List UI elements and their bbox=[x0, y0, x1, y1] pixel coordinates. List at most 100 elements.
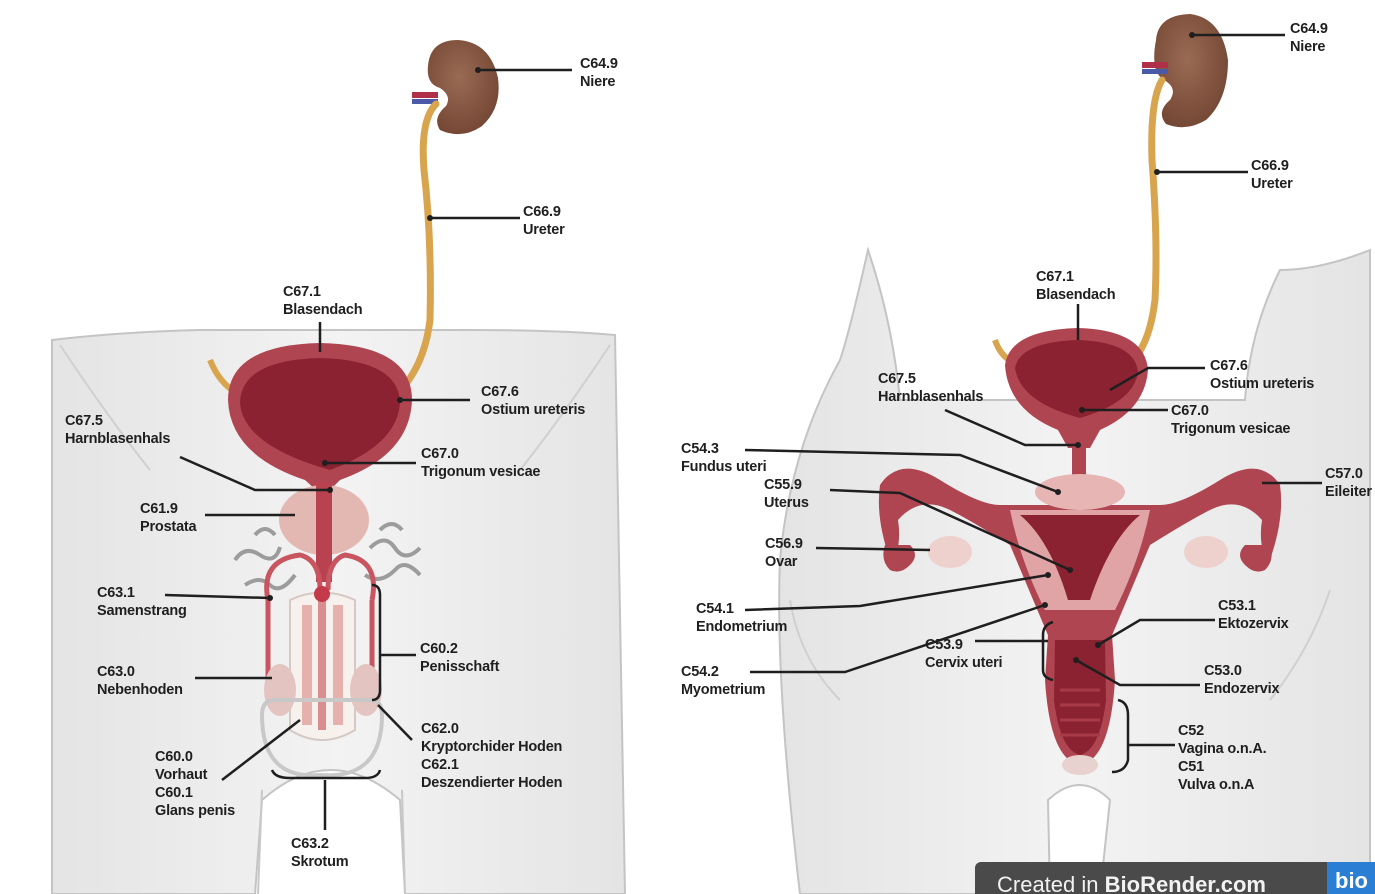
label-code: C67.1 bbox=[1036, 268, 1115, 286]
label-name: Ureter bbox=[1251, 175, 1293, 193]
label-code: C67.6 bbox=[481, 383, 585, 401]
label-code: C53.0 bbox=[1204, 662, 1279, 680]
label-f-ovar: C56.9 Ovar bbox=[765, 535, 803, 571]
label-code: C64.9 bbox=[1290, 20, 1328, 38]
label-code-2: C60.1 bbox=[155, 784, 235, 802]
label-m-ostium: C67.6 Ostium ureteris bbox=[481, 383, 585, 419]
label-f-endozervix: C53.0 Endozervix bbox=[1204, 662, 1279, 698]
label-code: C66.9 bbox=[1251, 157, 1293, 175]
label-name: Trigonum vesicae bbox=[1171, 420, 1290, 438]
female-ureter bbox=[1135, 80, 1162, 358]
label-name-2: Glans penis bbox=[155, 802, 235, 820]
label-m-samenstrang: C63.1 Samenstrang bbox=[97, 584, 187, 620]
label-m-harnblasenhals: C67.5 Harnblasenhals bbox=[65, 412, 170, 448]
label-code: C60.2 bbox=[420, 640, 499, 658]
label-m-nebenhoden: C63.0 Nebenhoden bbox=[97, 663, 183, 699]
label-name: Harnblasenhals bbox=[65, 430, 170, 448]
label-f-uterus: C55.9 Uterus bbox=[764, 476, 809, 512]
label-name: Ureter bbox=[523, 221, 565, 239]
label-code: C52 bbox=[1178, 722, 1266, 740]
label-name-2: Vulva o.n.A bbox=[1178, 776, 1266, 794]
label-f-ektozervix: C53.1 Ektozervix bbox=[1218, 597, 1289, 633]
label-name: Samenstrang bbox=[97, 602, 187, 620]
label-name: Blasendach bbox=[1036, 286, 1115, 304]
label-code: C54.2 bbox=[681, 663, 765, 681]
label-m-ureter: C66.9 Ureter bbox=[523, 203, 565, 239]
label-f-ureter: C66.9 Ureter bbox=[1251, 157, 1293, 193]
watermark-brand: BioRender.com bbox=[1105, 872, 1266, 894]
label-name: Ostium ureteris bbox=[1210, 375, 1314, 393]
label-name: Endozervix bbox=[1204, 680, 1279, 698]
label-f-eileiter: C57.0 Eileiter bbox=[1325, 465, 1372, 501]
biorender-watermark[interactable]: Created in BioRender.com bio bbox=[975, 862, 1375, 894]
label-code: C60.0 bbox=[155, 748, 235, 766]
label-code: C64.9 bbox=[580, 55, 618, 73]
label-name: Uterus bbox=[764, 494, 809, 512]
label-code: C63.2 bbox=[291, 835, 348, 853]
male-penis bbox=[290, 586, 355, 740]
label-name: Myometrium bbox=[681, 681, 765, 699]
label-name: Fundus uteri bbox=[681, 458, 766, 476]
label-code: C54.1 bbox=[696, 600, 787, 618]
label-name: Ovar bbox=[765, 553, 803, 571]
label-name: Eileiter bbox=[1325, 483, 1372, 501]
label-code: C67.0 bbox=[1171, 402, 1290, 420]
label-code-2: C51 bbox=[1178, 758, 1266, 776]
label-m-trigonum: C67.0 Trigonum vesicae bbox=[421, 445, 540, 481]
label-code: C61.9 bbox=[140, 500, 196, 518]
label-f-harnblasenhals: C67.5 Harnblasenhals bbox=[878, 370, 983, 406]
label-f-ostium: C67.6 Ostium ureteris bbox=[1210, 357, 1314, 393]
label-name: Nebenhoden bbox=[97, 681, 183, 699]
label-code: C67.6 bbox=[1210, 357, 1314, 375]
label-name: Penisschaft bbox=[420, 658, 499, 676]
label-code: C57.0 bbox=[1325, 465, 1372, 483]
label-m-vorhaut: C60.0 Vorhaut C60.1 Glans penis bbox=[155, 748, 235, 820]
label-f-vagina: C52 Vagina o.n.A. C51 Vulva o.n.A bbox=[1178, 722, 1266, 794]
label-m-prostata: C61.9 Prostata bbox=[140, 500, 196, 536]
label-code: C63.0 bbox=[97, 663, 183, 681]
label-f-myometrium: C54.2 Myometrium bbox=[681, 663, 765, 699]
label-name: Ektozervix bbox=[1218, 615, 1289, 633]
label-name: Harnblasenhals bbox=[878, 388, 983, 406]
label-code: C53.9 bbox=[925, 636, 1002, 654]
label-code-2: C62.1 bbox=[421, 756, 562, 774]
watermark-text: Created in BioRender.com bbox=[997, 872, 1266, 894]
label-code: C53.1 bbox=[1218, 597, 1289, 615]
label-name: Niere bbox=[1290, 38, 1328, 56]
label-name: Blasendach bbox=[283, 301, 362, 319]
label-code: C54.3 bbox=[681, 440, 766, 458]
label-code: C67.1 bbox=[283, 283, 362, 301]
biorender-logo-icon: bio bbox=[1327, 862, 1375, 894]
label-f-trigonum: C67.0 Trigonum vesicae bbox=[1171, 402, 1290, 438]
label-name: Cervix uteri bbox=[925, 654, 1002, 672]
label-name: Trigonum vesicae bbox=[421, 463, 540, 481]
label-code: C62.0 bbox=[421, 720, 562, 738]
label-m-penisschaft: C60.2 Penisschaft bbox=[420, 640, 499, 676]
label-name: Skrotum bbox=[291, 853, 348, 871]
label-code: C66.9 bbox=[523, 203, 565, 221]
label-m-skrotum: C63.2 Skrotum bbox=[291, 835, 348, 871]
label-name: Niere bbox=[580, 73, 618, 91]
label-code: C56.9 bbox=[765, 535, 803, 553]
label-name: Kryptorchider Hoden bbox=[421, 738, 562, 756]
label-code: C67.5 bbox=[878, 370, 983, 388]
label-code: C55.9 bbox=[764, 476, 809, 494]
label-code: C67.5 bbox=[65, 412, 170, 430]
label-name: Endometrium bbox=[696, 618, 787, 636]
label-name: Ostium ureteris bbox=[481, 401, 585, 419]
label-f-cervix: C53.9 Cervix uteri bbox=[925, 636, 1002, 672]
label-name: Prostata bbox=[140, 518, 196, 536]
label-m-blasendach: C67.1 Blasendach bbox=[283, 283, 362, 319]
label-m-niere: C64.9 Niere bbox=[580, 55, 618, 91]
label-f-niere: C64.9 Niere bbox=[1290, 20, 1328, 56]
label-f-fundus: C54.3 Fundus uteri bbox=[681, 440, 766, 476]
label-m-hoden: C62.0 Kryptorchider Hoden C62.1 Deszendi… bbox=[421, 720, 562, 792]
label-f-endometrium: C54.1 Endometrium bbox=[696, 600, 787, 636]
watermark-prefix: Created in bbox=[997, 872, 1105, 894]
label-code: C67.0 bbox=[421, 445, 540, 463]
label-name: Vorhaut bbox=[155, 766, 235, 784]
label-code: C63.1 bbox=[97, 584, 187, 602]
label-name: Vagina o.n.A. bbox=[1178, 740, 1266, 758]
label-f-blasendach: C67.1 Blasendach bbox=[1036, 268, 1115, 304]
